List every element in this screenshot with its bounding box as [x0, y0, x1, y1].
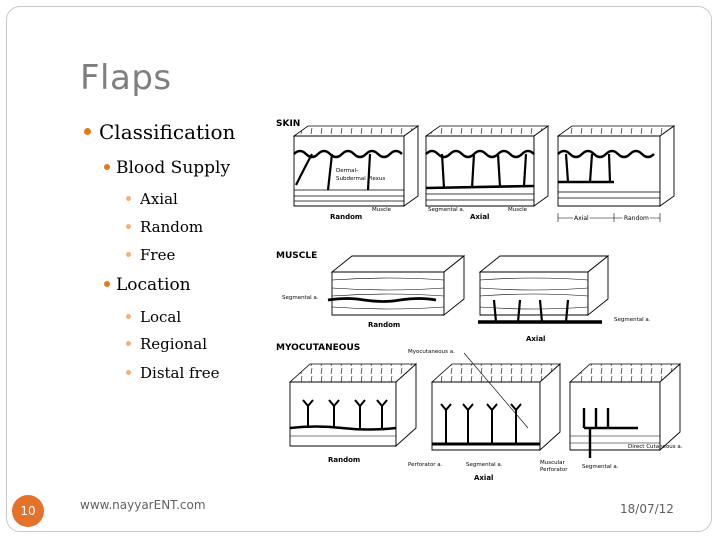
bullet-free: Free — [126, 246, 175, 264]
perforator-label: Perforator a. — [408, 462, 443, 468]
myo-block-axial: Perforator a. Segmental a. Axial — [408, 352, 562, 482]
random-label-combined: Random — [624, 215, 649, 222]
bullet-dot-icon — [104, 164, 110, 170]
section-myocutaneous-label: MYOCUTANEOUS — [276, 343, 360, 353]
axial-label-combined: Axial — [574, 215, 589, 222]
bullet-regional: Regional — [126, 335, 207, 353]
direct-cutaneous-label: Direct Cutaneous a. — [628, 444, 683, 450]
subdermal-plexus-label: Subdermal Plexus — [336, 176, 385, 182]
bullet-blood-supply: Blood Supply — [104, 158, 230, 178]
muscle-block-random: Segmental a. Random — [282, 255, 466, 329]
bullet-dot-icon — [104, 281, 110, 287]
segmental-label-muscle: Segmental a. — [282, 295, 319, 301]
bullet-dot-icon — [126, 341, 131, 346]
muscle-block-axial: Segmental a. Axial — [478, 255, 651, 343]
footer-url: www.nayyarENT.com — [80, 498, 206, 512]
bullet-axial: Axial — [126, 190, 178, 208]
section-skin-label: SKIN — [276, 119, 300, 129]
segmental-label-myo: Segmental a. — [466, 462, 503, 468]
bullet-random: Random — [126, 218, 203, 236]
skin-block-axial: Segmental a. Muscle Axial — [424, 125, 550, 221]
perforator-label-2: Perforator — [540, 467, 568, 473]
myo-block-direct: Muscular Perforator Segmental a. Direct … — [540, 362, 683, 473]
bullet-dot-icon — [126, 224, 131, 229]
random-label-muscle: Random — [368, 321, 400, 329]
bullet-location: Location — [104, 275, 191, 295]
section-muscle-label: MUSCLE — [276, 251, 317, 261]
skin-block-combined: Axial Random — [556, 125, 676, 224]
bullet-local: Local — [126, 308, 181, 326]
segmental-label-skin: Segmental a. — [428, 207, 465, 213]
bullet-dot-icon — [126, 252, 131, 257]
muscle-label-1: Muscle — [372, 207, 392, 213]
myocutaneous-artery-label: Myocutaneous a. — [408, 349, 455, 355]
flap-diagram-svg: SKIN Dermal– Subdermal Plexus Muscle Ran… — [276, 119, 683, 482]
axial-label-skin: Axial — [470, 213, 489, 221]
page-number-badge: 10 — [12, 495, 44, 527]
bullet-dot-icon — [126, 196, 131, 201]
segmental-label-direct: Segmental a. — [582, 464, 619, 470]
segmental-label-muscle-axial: Segmental a. — [614, 317, 651, 323]
slide-title: Flaps — [80, 58, 172, 98]
dermal-label: Dermal– — [336, 168, 359, 174]
footer-date: 18/07/12 — [620, 502, 674, 516]
bullet-dot-icon — [126, 314, 131, 319]
bullet-distal-free: Distal free — [126, 364, 220, 382]
axial-label-myo: Axial — [474, 474, 493, 482]
random-label-myo: Random — [328, 456, 360, 464]
axial-label-muscle: Axial — [526, 335, 545, 343]
bullet-dot-icon — [84, 128, 91, 135]
muscle-label-2: Muscle — [508, 207, 528, 213]
slide-frame — [6, 6, 712, 532]
bullet-dot-icon — [126, 370, 131, 375]
myo-block-random: Random — [288, 362, 418, 464]
flap-diagram: SKIN Dermal– Subdermal Plexus Muscle Ran… — [268, 110, 708, 492]
bullet-classification: Classification — [84, 120, 235, 144]
random-label-skin: Random — [330, 213, 362, 221]
skin-block-random: Dermal– Subdermal Plexus Muscle Random — [292, 125, 420, 221]
muscular-label: Muscular — [540, 460, 566, 466]
